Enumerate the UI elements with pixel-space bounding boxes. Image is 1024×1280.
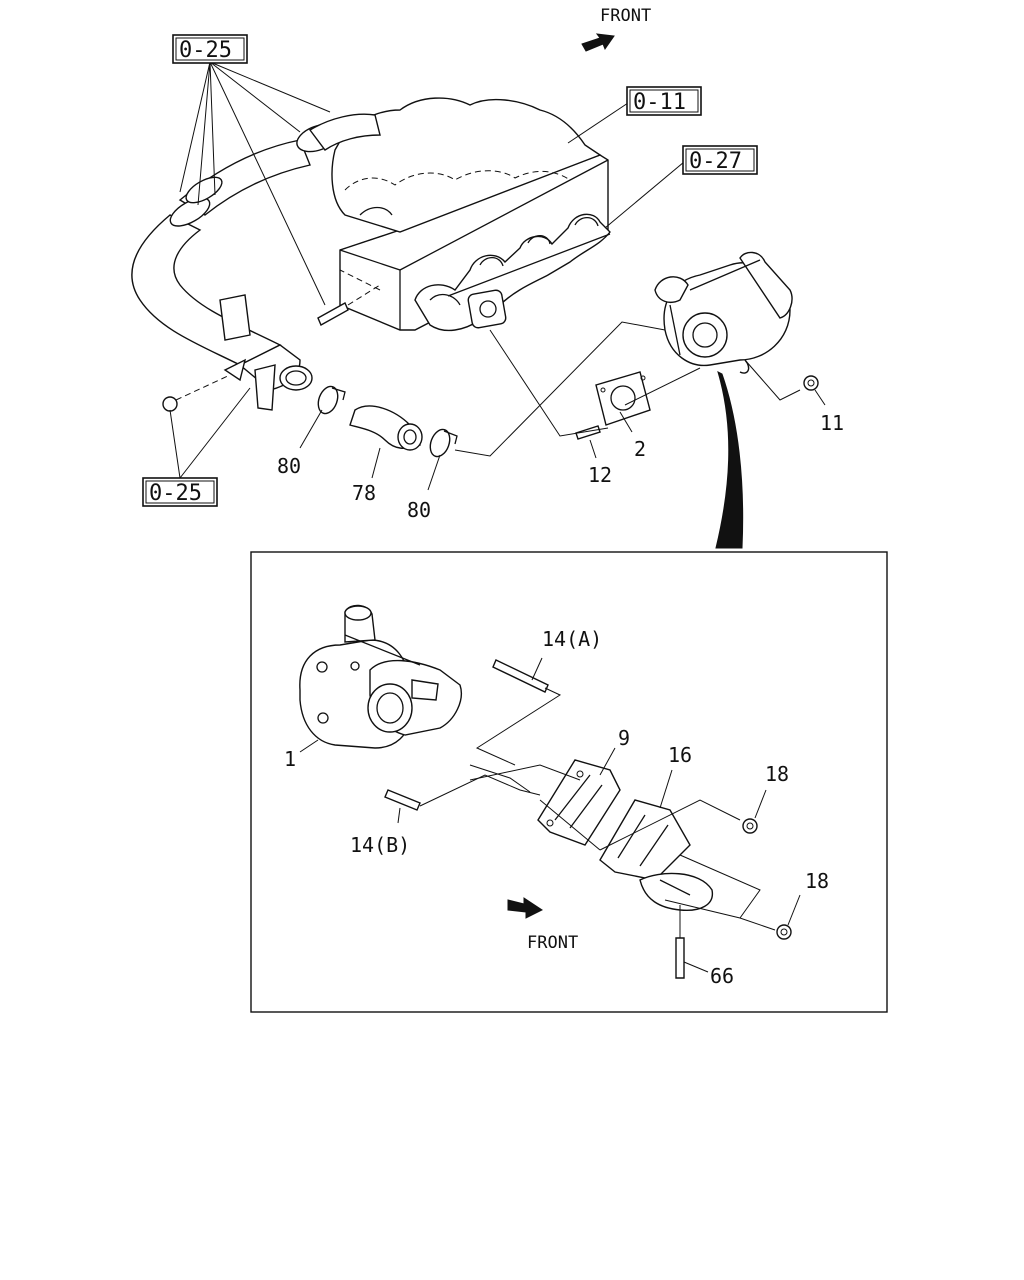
turbocharger-1 (299, 604, 462, 749)
nut-11 (803, 375, 819, 391)
reference-label-0-27: 0-27 (689, 149, 742, 174)
leader-lines-top (169, 61, 826, 491)
hose-clamp-80-left (317, 385, 346, 415)
bracket-9 (537, 759, 621, 846)
callout-11: 11 (820, 411, 844, 435)
callout-66: 66 (710, 964, 734, 988)
block-stud (317, 284, 381, 326)
turbocharger-assembly-top (654, 251, 793, 374)
callout-14a: 14(A) (542, 627, 602, 651)
reference-box-0-27: 0-27 (682, 145, 758, 175)
stud-66 (675, 937, 685, 979)
front-label-top: FRONT (600, 6, 651, 26)
leader-lines-detail (299, 657, 801, 973)
callout-12: 12 (588, 463, 612, 487)
callout-80-right: 80 (407, 498, 431, 522)
callout-18-upper: 18 (765, 762, 789, 786)
bracket-16 (599, 799, 714, 912)
callout-14b: 14(B) (350, 833, 410, 857)
callout-9: 9 (618, 726, 630, 750)
hose-clamp-80-right (429, 428, 458, 458)
reference-box-0-25-bottom: 0-25 (142, 477, 218, 507)
bracket-bolt (162, 374, 231, 412)
callout-78: 78 (352, 481, 376, 505)
front-arrow-top-icon (581, 33, 615, 52)
hose-78 (349, 405, 423, 451)
exhaust-manifold (414, 213, 611, 332)
reference-label-0-11: 0-11 (633, 90, 686, 115)
detail-pointer (715, 371, 744, 549)
reference-box-0-25-top: 0-25 (172, 34, 248, 64)
nut-18-upper (742, 818, 758, 834)
nut-18-lower (776, 924, 792, 940)
stud-14a (492, 659, 549, 693)
engine-block (331, 97, 609, 331)
reference-label-0-25-top: 0-25 (179, 38, 232, 63)
front-label-detail: FRONT (527, 933, 578, 953)
front-indicator-detail: FRONT (507, 897, 578, 953)
callout-1: 1 (284, 747, 296, 771)
reference-box-0-11: 0-11 (626, 86, 702, 116)
front-arrow-detail-icon (507, 897, 543, 919)
detail-frame (250, 551, 888, 1013)
intake-pipe (131, 113, 381, 411)
front-indicator-top: FRONT (581, 6, 651, 52)
stud-12 (575, 425, 601, 440)
stud-14b (384, 789, 421, 811)
callout-80-left: 80 (277, 454, 301, 478)
callout-18-lower: 18 (805, 869, 829, 893)
callout-2: 2 (634, 437, 646, 461)
reference-label-0-25-bottom: 0-25 (149, 481, 202, 506)
callout-16: 16 (668, 743, 692, 767)
gasket-2 (595, 371, 651, 426)
